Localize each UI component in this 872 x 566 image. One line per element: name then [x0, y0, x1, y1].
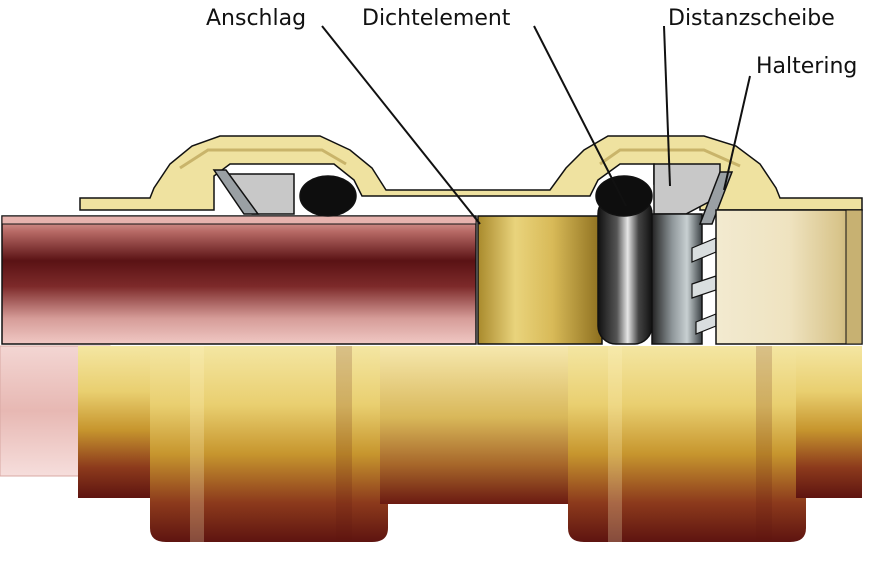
leader-lines	[321, 25, 751, 225]
brass-sleeve-right	[796, 346, 862, 498]
seal-ring	[597, 195, 653, 345]
inserted-pipe-right	[715, 209, 863, 345]
label-distanzscheibe: Distanzscheibe	[668, 6, 835, 31]
spacer-face	[651, 213, 703, 345]
leader-dichtelement	[533, 25, 627, 207]
brass-neck	[380, 346, 576, 504]
seal-left	[299, 175, 357, 217]
fitting-section	[1, 135, 863, 345]
label-anschlag: Anschlag	[206, 6, 307, 31]
brass-body-left	[150, 346, 388, 542]
brass-sleeve-left	[78, 346, 160, 498]
copper-pipe	[1, 215, 477, 345]
label-dichtelement: Dichtelement	[362, 6, 511, 31]
brass-housing	[79, 135, 863, 211]
brass-body-right	[568, 346, 806, 542]
leader-haltering	[723, 75, 751, 191]
stop-tube	[477, 215, 603, 345]
retaining-ring-left	[212, 169, 260, 215]
label-haltering: Haltering	[756, 54, 858, 79]
seal-right	[595, 175, 653, 217]
leader-anschlag	[321, 25, 481, 225]
leader-distanzscheibe	[663, 25, 671, 187]
fitting-exterior	[0, 345, 862, 542]
